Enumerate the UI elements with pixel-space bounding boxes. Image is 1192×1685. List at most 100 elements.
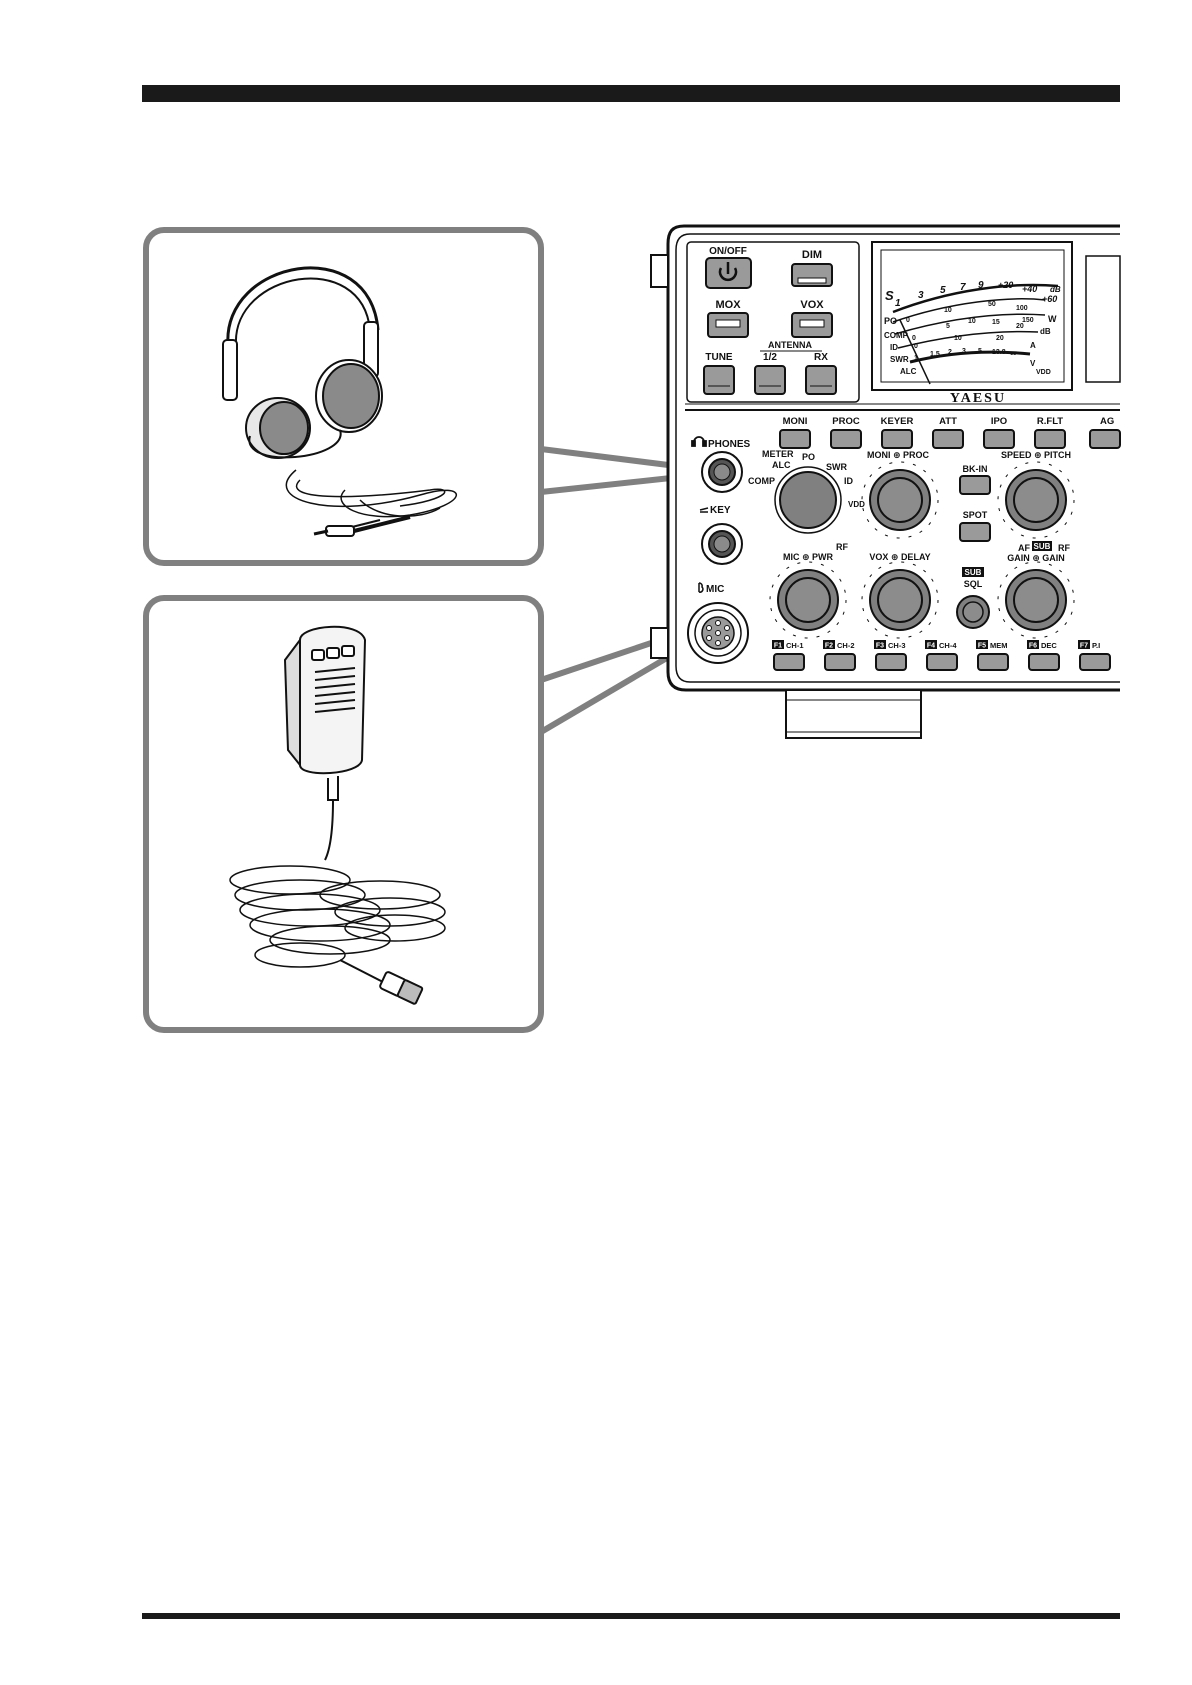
spot-button[interactable] [959,522,991,542]
fkey-badge-2 [823,640,835,649]
swr-tick-infinity: ∞ [1010,348,1017,358]
meter-selector-knob[interactable] [779,471,837,529]
po-tick-50: 50 [988,301,996,308]
fkey-button-6[interactable] [1028,653,1060,671]
radio-front-panel [650,224,1121,739]
alc-label: ALC [900,367,917,376]
key-label: KEY [710,505,731,516]
swr-tick-13-8: 13.8 [992,349,1006,356]
footer-rule [142,1613,1120,1619]
headphones-callout-frame [143,227,544,566]
headphones-icon [691,436,707,447]
vox-label: VOX [800,299,824,311]
sql-label: SQL [964,579,983,589]
header-rule [142,85,1120,102]
comp-db-label: dB [1040,327,1051,336]
tune-label: TUNE [705,352,733,363]
fkey-label-6: DEC [1041,641,1057,650]
bkin-label: BK-IN [963,464,988,474]
ipo-label: IPO [991,416,1007,427]
att-button[interactable] [932,429,964,449]
mic-pwr-label: MIC ⊕ PWR [783,552,834,562]
ant-12-label: 1/2 [763,352,777,363]
fkey-button-4[interactable] [926,653,958,671]
proc-button[interactable] [830,429,862,449]
id-a-label: A [1030,341,1036,350]
po-tick-0: 0 [906,317,910,324]
meter-vdd-label: VDD [848,500,865,509]
meter-swr-label: SWR [826,462,847,472]
brand-logo: YAESU [950,391,1006,406]
mox-label: MOX [715,299,741,311]
spot-label: SPOT [963,510,988,520]
s-tick-9: 9 [978,280,984,291]
agc-button[interactable] [1089,429,1121,449]
sub-badge-2 [1032,541,1052,551]
vdd-v-label: V [1030,359,1036,368]
id-tick-20: 20 [996,335,1004,342]
bkin-button[interactable] [959,475,991,495]
fkey-badge-5 [976,640,988,649]
phones-label: PHONES [708,439,751,450]
fkey-label-2: CH-2 [837,641,855,650]
upper-button-block: ON/OFF DIM MOX VOX ANTENNA TUNE 1/2 RX [703,246,837,395]
swr-tick-1-5: 1.5 [930,351,940,358]
s-tick-7: 7 [960,282,966,293]
comp-tick-20: 20 [1016,323,1024,330]
meter-po-label: PO [802,452,815,462]
antenna-label: ANTENNA [768,340,812,350]
meter-s-label: S [885,288,894,303]
fkey-button-7[interactable] [1079,653,1111,671]
fkey-button-2[interactable] [824,653,856,671]
swr-tick-1: 1 [914,355,918,362]
swr-tick-2: 2 [948,349,952,356]
po-tick-150: 150 [1022,317,1034,324]
po-tick-100: 100 [1016,305,1028,312]
rx-antenna-button[interactable] [805,365,837,395]
rflt-label: R.FLT [1037,416,1063,427]
fkey-button-5[interactable] [977,653,1009,671]
po-w-label: W [1048,314,1057,324]
po-label: PO [884,316,897,326]
knob-row-lower: RF MIC ⊕ PWR VOX ⊕ DELAY SUB SQL AF SUB … [769,541,1075,639]
rf-label-2: RF [1058,543,1070,553]
af-rf-gain-label: GAIN ⊕ GAIN [1007,553,1065,563]
comp-tick-15: 15 [992,319,1000,326]
fkey-label-7: P.I [1092,641,1100,650]
on-off-label: ON/OFF [709,246,747,257]
proc-label: PROC [832,416,860,427]
antenna-12-button[interactable] [754,365,786,395]
fkey-button-1[interactable] [773,653,805,671]
fkey-key-1: F1 [774,643,782,650]
fkey-badge-4 [925,640,937,649]
fkey-label-4: CH-4 [939,641,957,650]
s-tick-plus60: +60 [1042,294,1057,304]
moni-button[interactable] [779,429,811,449]
agc-label: AG [1100,416,1114,427]
id-label: ID [890,343,898,352]
sub-badge [962,567,984,577]
fkey-button-3[interactable] [875,653,907,671]
fkey-key-6: F6 [1029,643,1037,650]
comp-tick-10: 10 [968,318,976,325]
att-label: ATT [939,416,957,427]
rflt-button[interactable] [1034,429,1066,449]
keyer-button[interactable] [881,429,913,449]
sub-badge-2-text: SUB [1034,542,1051,551]
fkey-label-1: CH-1 [786,641,804,650]
tune-button[interactable] [703,365,735,395]
s-tick-1: 1 [895,298,901,309]
moni-label: MONI [783,416,808,427]
s-tick-5: 5 [940,285,946,296]
analog-meter: S 1 3 5 7 9 +20 +40 +60 dB PO 0 10 50 10… [884,280,1061,385]
swr-label: SWR [890,355,909,364]
meter-alc-label: ALC [772,460,791,470]
lower-button-row: MONI PROC KEYER ATT IPO R.FLT AG BK-IN S… [779,416,1121,542]
fkey-label-3: CH-3 [888,641,906,650]
swr-tick-3: 3 [962,348,966,355]
po-tick-10: 10 [944,307,952,314]
mic-icon [698,582,704,593]
ipo-button[interactable] [983,429,1015,449]
